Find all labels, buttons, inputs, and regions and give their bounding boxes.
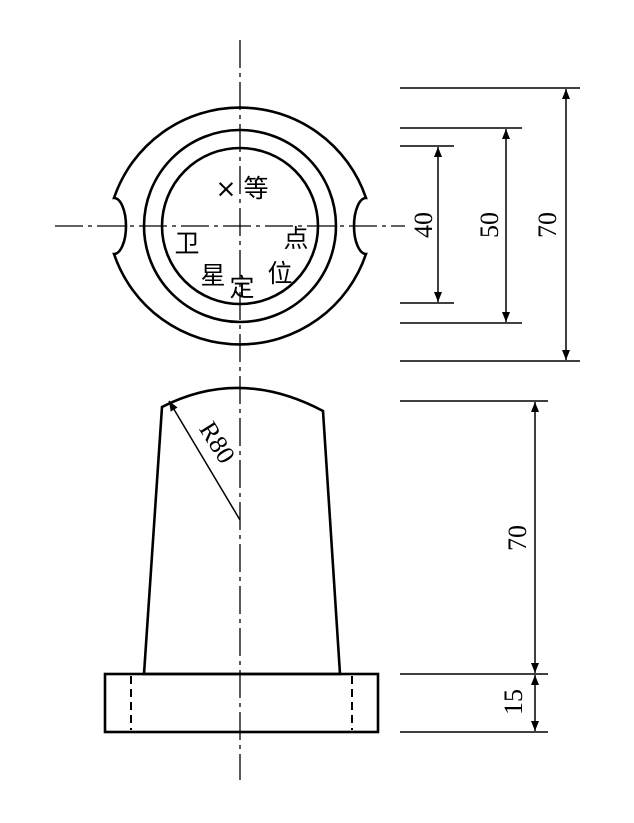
label-xing: 星 [200,261,225,290]
middle-ring [142,128,338,324]
top-view: × 等 点 位 定 星 卫 [55,40,405,780]
label-ding: 定 [229,273,254,302]
dim-value-70-height: 70 [503,525,532,551]
label-dian: 点 [283,224,308,253]
label-wei: 位 [267,259,292,288]
label-wei-satellite: 卫 [174,229,199,258]
radius-leader [168,400,241,521]
top-view-dimensions: 40 50 70 [400,87,580,362]
inner-ring [160,146,320,306]
front-view: R80 [103,386,380,734]
dim-value-70-top: 70 [533,212,562,238]
dim-value-40: 40 [409,212,438,238]
outer-contour [112,106,368,346]
center-marker: × [216,174,237,203]
dim-value-15-base: 15 [499,689,528,715]
dim-value-50: 50 [475,212,504,238]
front-view-dimensions: 70 15 [400,400,548,733]
base-flange [103,672,380,734]
radius-label: R80 [193,416,241,468]
tapered-body [142,386,342,676]
label-deng: 等 [243,174,268,203]
